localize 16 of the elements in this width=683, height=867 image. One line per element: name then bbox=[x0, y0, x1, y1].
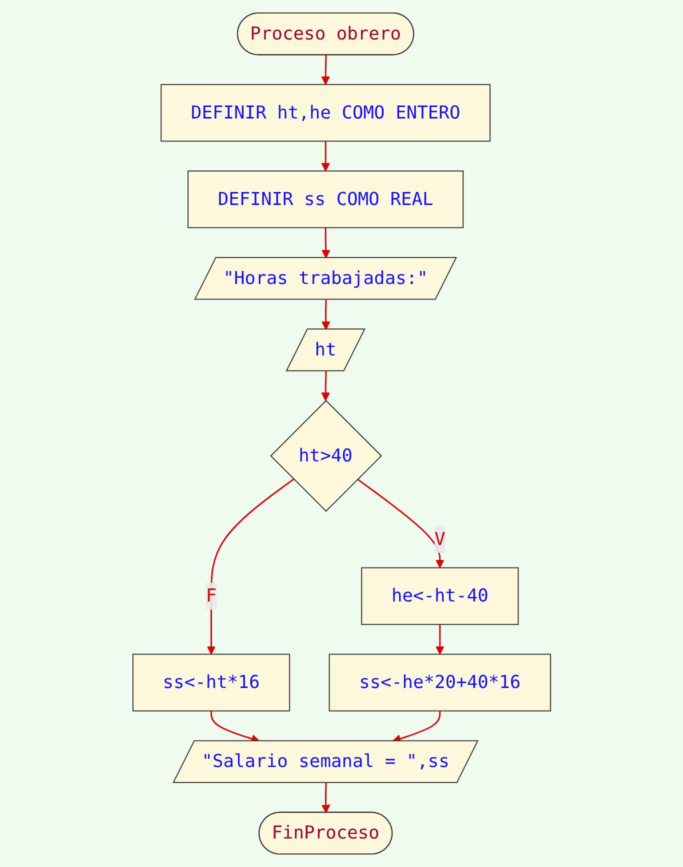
arrow bbox=[320, 371, 330, 401]
node-box: ss<-ht*16 bbox=[132, 654, 290, 712]
node-box: he<-ht-40 bbox=[360, 567, 518, 625]
arrow bbox=[356, 478, 444, 568]
arrow bbox=[320, 55, 330, 85]
edge-label: V bbox=[434, 529, 446, 550]
edge-label: F bbox=[206, 586, 216, 607]
arrow bbox=[321, 300, 330, 330]
node-box: ss<-he*20+40*16 bbox=[328, 654, 551, 712]
node-box: DEFINIR ht,he COMO ENTERO bbox=[160, 84, 490, 142]
node-box: DEFINIR ss COMO REAL bbox=[187, 170, 464, 228]
arrow bbox=[321, 782, 330, 814]
arrow bbox=[435, 624, 444, 655]
node-diamond: ht>40 bbox=[270, 400, 382, 512]
arrow bbox=[321, 228, 330, 258]
arrow bbox=[320, 141, 330, 172]
